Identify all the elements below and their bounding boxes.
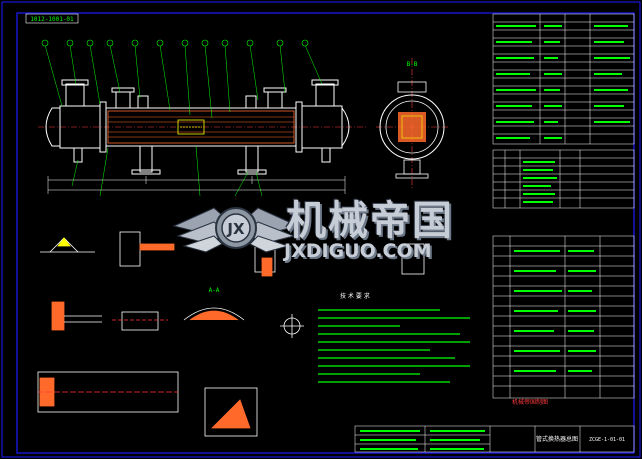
design-data-fills <box>496 25 630 139</box>
technical-notes: 技 术 要 求 <box>318 292 470 383</box>
view-label-aa: A-A <box>209 287 220 294</box>
watermark-en-text: JXDIGUO.COM <box>284 240 432 262</box>
drawing-number: ZCGE-1-01-01 <box>589 437 625 443</box>
parts-list-table <box>492 235 635 399</box>
watermark-cn-text: 机械帝国 <box>286 198 454 244</box>
drawing-title: 管式换热器总图 <box>536 435 578 443</box>
svg-text:JX: JX <box>226 220 245 238</box>
dimension-lines <box>47 176 346 194</box>
inner-frame <box>16 12 635 454</box>
title-block <box>354 425 635 453</box>
title-block-fills <box>360 430 485 450</box>
tube-bundle <box>107 110 295 144</box>
stamp-box: 1012-1001-01 <box>25 13 79 24</box>
nozzle-table-fills <box>523 161 557 203</box>
gear-wings-logo-icon: JX <box>172 207 300 253</box>
designer-unit: 机械帝国制图 <box>512 398 548 406</box>
detail-views: A-A <box>37 231 425 437</box>
notes-title: 技 术 要 求 <box>340 292 370 300</box>
end-view: B-B <box>376 58 450 190</box>
leader-lines <box>44 44 323 197</box>
part-balloons <box>41 39 309 47</box>
parts-list-fills <box>514 250 596 372</box>
note-lines <box>318 309 470 383</box>
watermark: JX <box>172 207 300 253</box>
exchanger-front-view <box>38 79 368 175</box>
design-data-table <box>492 13 635 145</box>
stamp-text: 1012-1001-01 <box>30 16 74 23</box>
nozzle-table <box>492 149 635 209</box>
view-label-bb: B-B <box>407 61 418 68</box>
